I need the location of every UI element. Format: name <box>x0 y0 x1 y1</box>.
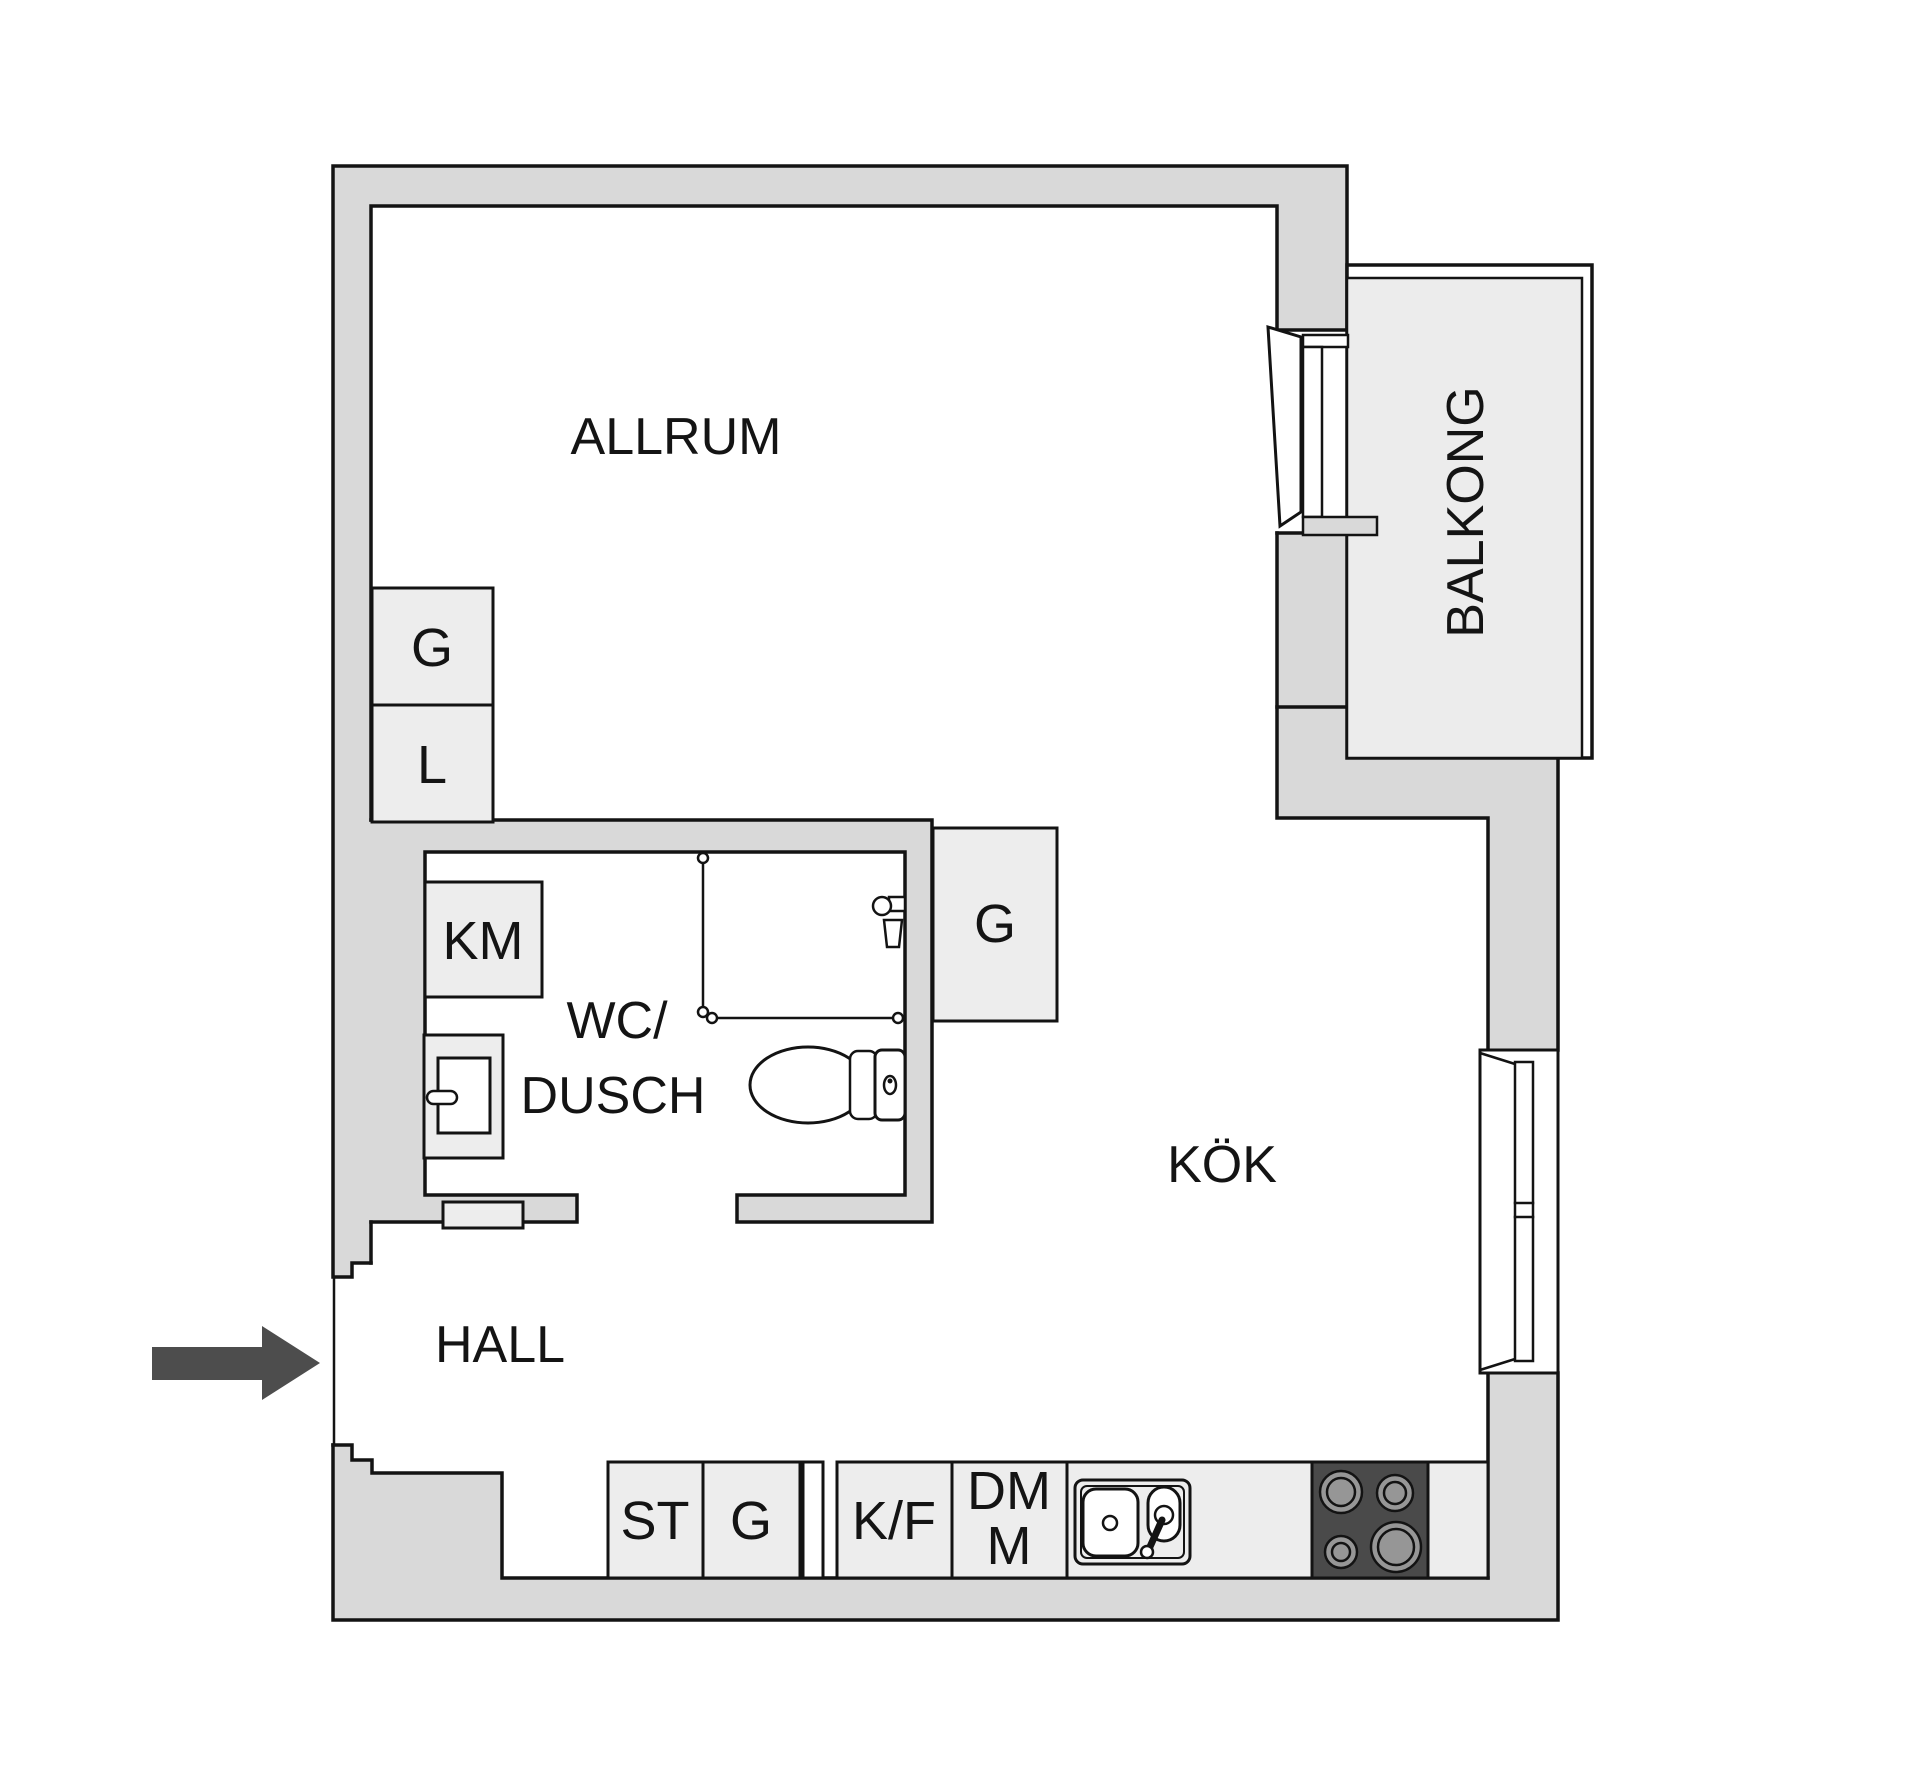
burner-bottom-left <box>1323 1534 1359 1570</box>
shower-enclosure <box>696 851 905 1025</box>
room-label-wc: WC/ <box>566 992 668 1050</box>
room-label-dusch: DUSCH <box>521 1067 706 1125</box>
fixture-label-kf: K/F <box>852 1491 936 1551</box>
bathroom-door-threshold <box>441 1200 525 1230</box>
wardrobe-g-bathroom-side: G <box>931 826 1059 1023</box>
balcony: BALKONG <box>1345 263 1594 760</box>
closet-label-st: ST <box>620 1491 689 1551</box>
room-label-hall: HALL <box>435 1316 565 1374</box>
wardrobe-g-allrum: G <box>370 586 495 707</box>
closet-label-l: L <box>417 735 447 795</box>
kitchen-sink <box>1073 1478 1192 1566</box>
wall-outlines <box>331 164 1560 1622</box>
fixture-label-m: M <box>987 1516 1032 1576</box>
bathroom-wall-outline <box>369 818 934 1224</box>
balcony-door <box>1266 324 1379 537</box>
room-label-balcony: BALKONG <box>1437 386 1495 637</box>
burner-bottom-right <box>1369 1520 1423 1574</box>
shower-mixer-icon <box>871 895 907 949</box>
wardrobe-g-hall: G <box>701 1460 802 1580</box>
burner-top-right <box>1375 1473 1415 1513</box>
linen-closet-l: L <box>370 703 495 824</box>
door-leaf <box>1266 324 1303 529</box>
fridge-freezer-kf: K/F <box>835 1460 954 1580</box>
room-label-allrum: ALLRUM <box>571 408 782 466</box>
entry-arrow-icon <box>152 1326 320 1400</box>
stove <box>1310 1460 1430 1580</box>
washbasin <box>422 1033 505 1160</box>
bathroom-door-opening <box>577 1195 737 1224</box>
burner-top-left <box>1318 1469 1364 1515</box>
room-label-kok: KÖK <box>1167 1136 1277 1194</box>
partition-wall <box>801 1460 825 1580</box>
closet-label-g-bath: G <box>974 894 1016 954</box>
fixture-label-km: KM <box>443 911 524 971</box>
dishwasher-microwave-dmm: DM M <box>950 1460 1069 1580</box>
kitchen-window <box>1478 1048 1560 1375</box>
closet-label-g-hall: G <box>730 1491 772 1551</box>
toilet <box>748 1045 907 1125</box>
closet-label-g: G <box>411 618 453 678</box>
washing-machine-km: KM <box>423 880 544 999</box>
fixture-label-dm: DM <box>967 1461 1051 1521</box>
storage-st: ST <box>606 1460 705 1580</box>
